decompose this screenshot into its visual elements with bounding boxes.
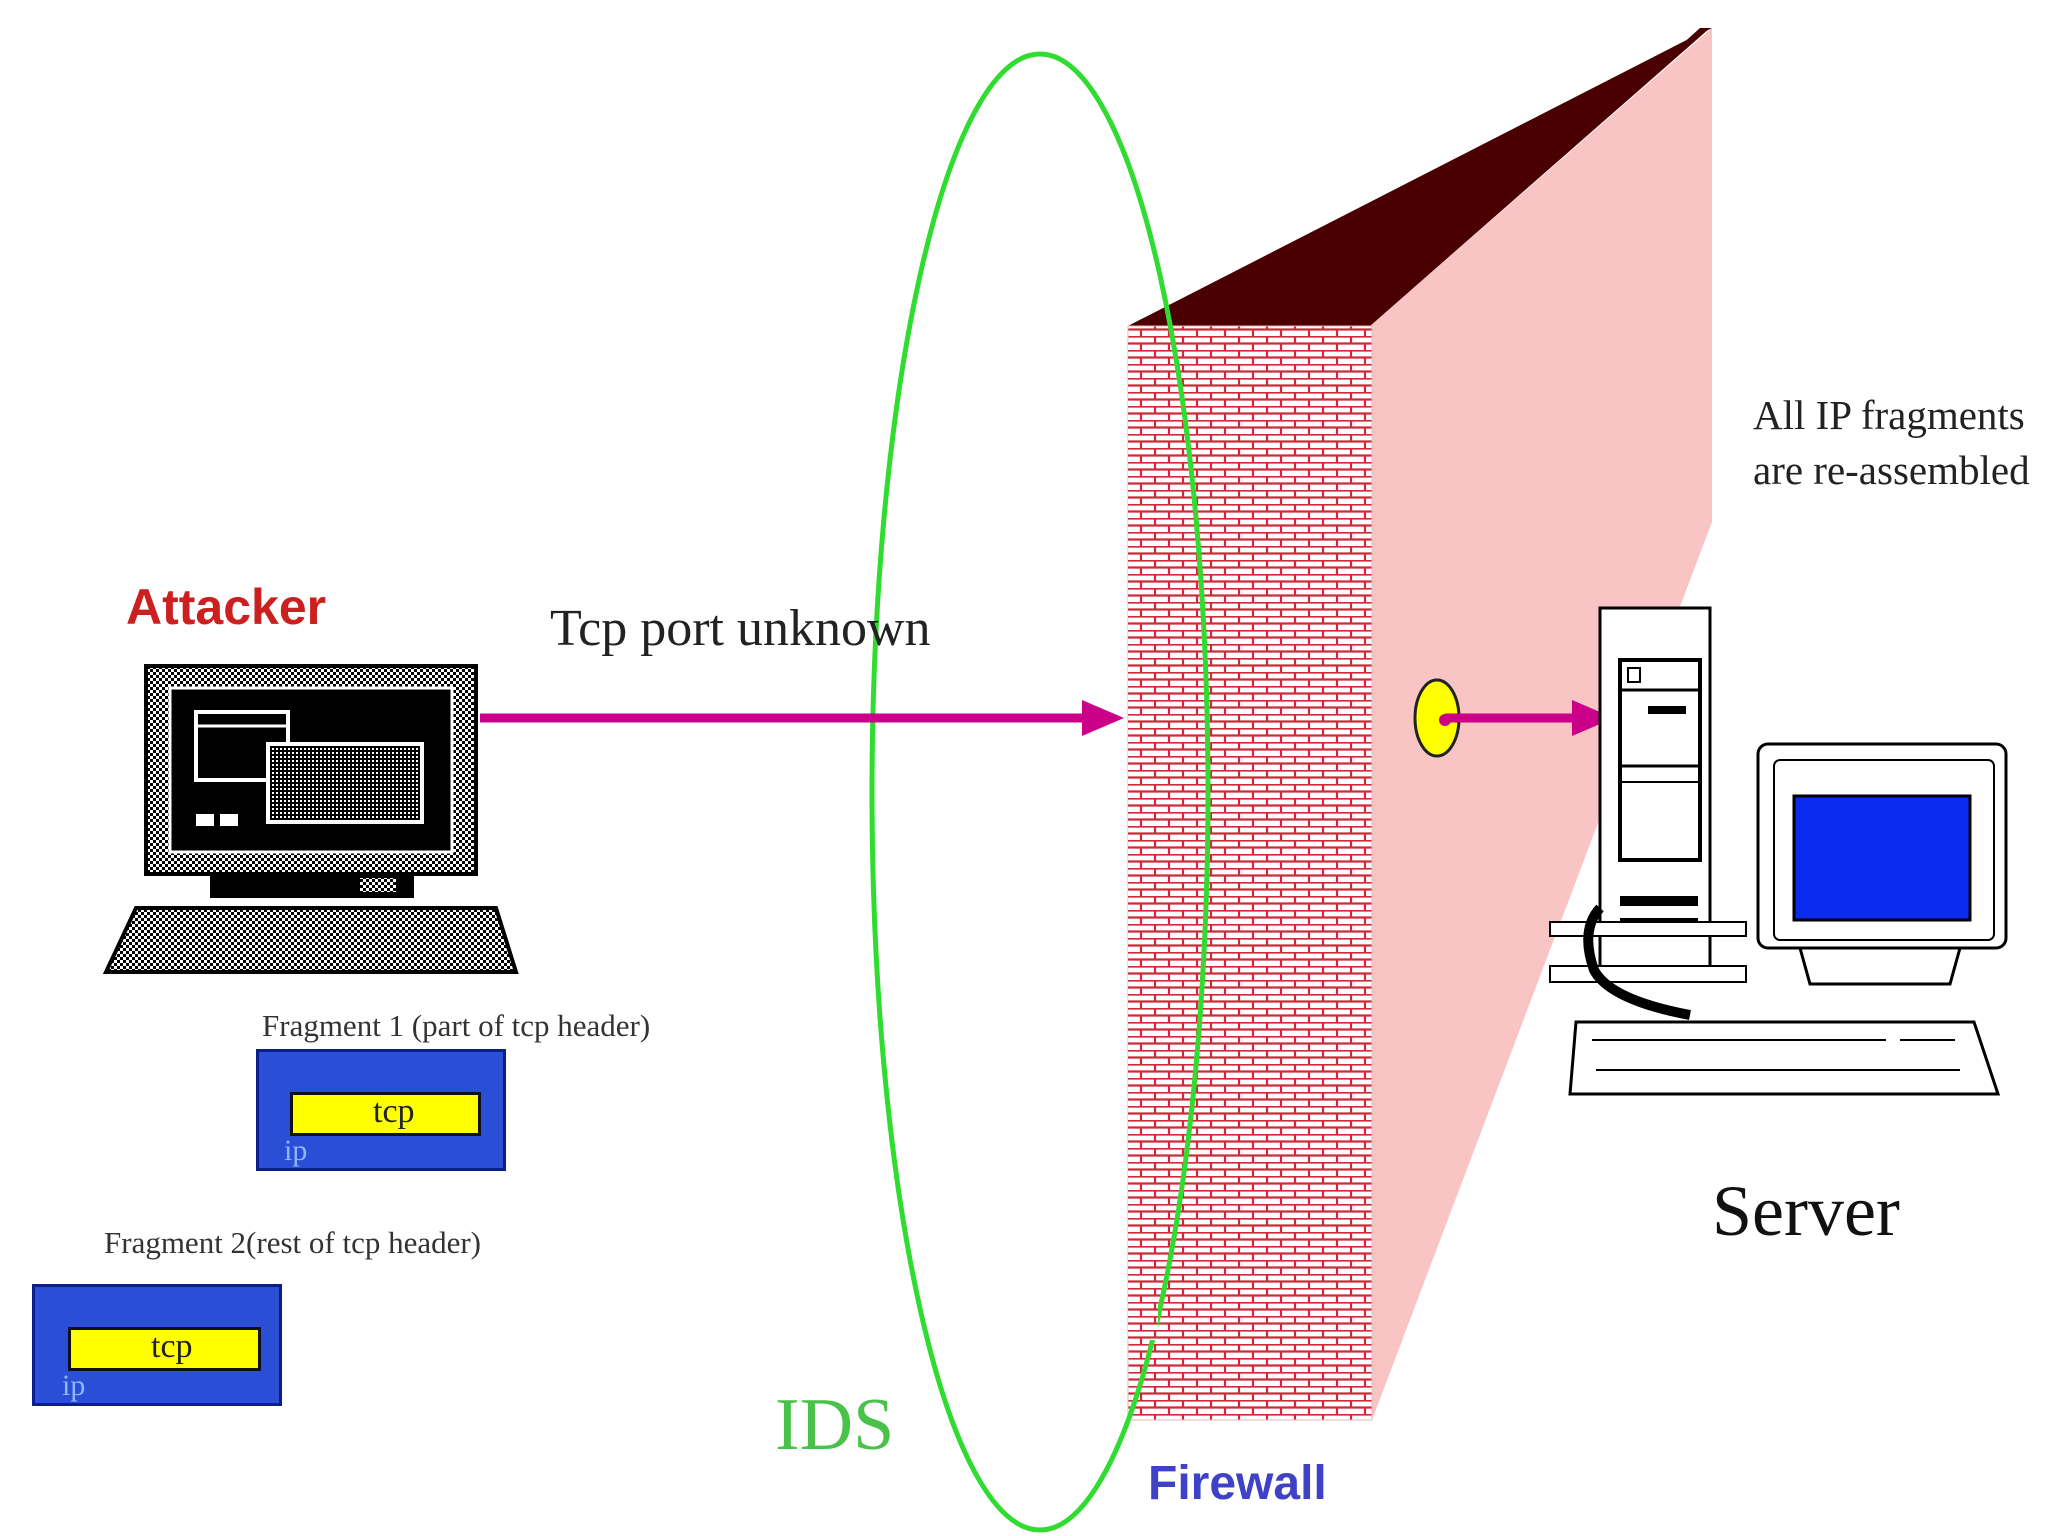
attacker-label: Attacker [126, 579, 327, 635]
fragment-1-packet: tcp ip [256, 1049, 506, 1171]
ip-label: ip [284, 1134, 308, 1167]
firewall-side-face [1370, 28, 1712, 1420]
fragment-2-label: Fragment 2(rest of tcp header) [104, 1225, 482, 1260]
arrow-firewall-to-server [1445, 700, 1614, 736]
firewall-wall-overlay [1128, 340, 1158, 1340]
tcp-label: tcp [151, 1328, 193, 1365]
ip-label: ip [62, 1369, 86, 1402]
reassembled-note: All IP fragments are re-assembled [1753, 392, 2030, 493]
tcp-label: tcp [373, 1093, 415, 1130]
fragment-2-packet: tcp ip [32, 1284, 282, 1406]
ids-ring-icon [869, 51, 1211, 1533]
server-label: Server [1712, 1171, 1900, 1251]
attacker-computer-icon [102, 664, 519, 974]
server-computer-icon [1549, 606, 2008, 1096]
firewall-wall-icon [1127, 325, 1373, 1421]
firewall-top-face-main [1128, 28, 1710, 326]
arrow-attacker-to-firewall [480, 700, 1124, 736]
firewall-label: Firewall [1148, 1457, 1327, 1510]
tcp-port-label: Tcp port unknown [550, 600, 931, 657]
ids-label: IDS [775, 1384, 895, 1466]
fragment-1-label: Fragment 1 (part of tcp header) [262, 1008, 651, 1043]
tcp-header-bar: tcp [68, 1327, 261, 1371]
tcp-header-bar: tcp [290, 1092, 481, 1136]
